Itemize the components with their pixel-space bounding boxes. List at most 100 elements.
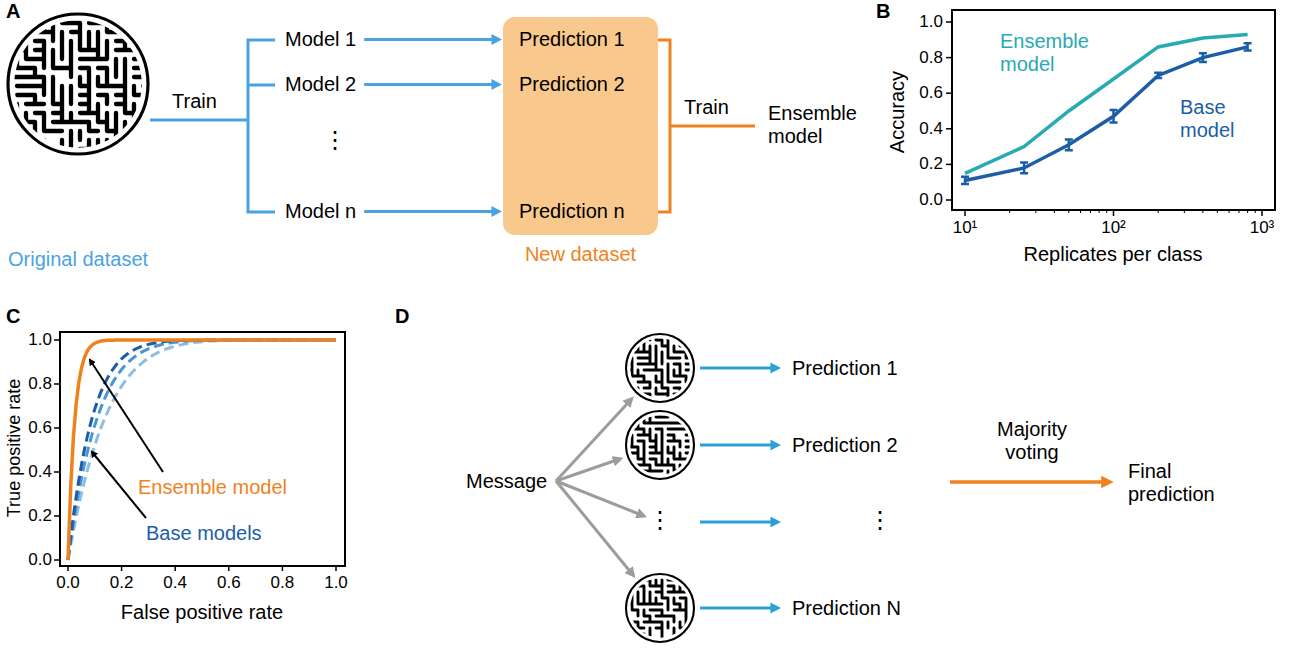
axis-minor-tick [1068, 210, 1069, 213]
axis-title: False positive rate [121, 601, 283, 624]
axis-tick-mark [228, 566, 230, 571]
axis-tick-mark [54, 471, 60, 473]
maze-strokes [8, 14, 152, 158]
axis-title: Replicates per class [1024, 243, 1203, 266]
plot-frame [952, 10, 1275, 210]
dish-outline [626, 411, 694, 479]
axis-tick: 1.0 [919, 12, 943, 32]
axis-tick: 0.0 [56, 573, 80, 593]
step-label: Train [172, 90, 217, 113]
model-label: Model n [285, 200, 356, 223]
axis-minor-tick [1090, 210, 1091, 213]
axis-tick: 0.6 [28, 418, 52, 438]
prediction-arrow [700, 444, 778, 447]
node-text: Prediction 1 [519, 28, 625, 51]
axis-minor-tick [1202, 210, 1203, 213]
ensemble-bracket [658, 40, 755, 212]
axis-tick-mark [282, 566, 284, 571]
axis-tick-mark [1261, 210, 1263, 216]
axis-tick: 10³ [1250, 218, 1275, 238]
prediction-label: Prediction n [519, 200, 625, 223]
step-label: Majority voting [977, 418, 1087, 464]
dataset-label: Original dataset [8, 248, 148, 271]
axis-tick: 0.4 [919, 119, 943, 139]
ellipsis-mark: ⋮ [323, 126, 347, 154]
axis-tick: 0.2 [28, 506, 52, 526]
plot-frame [60, 332, 345, 566]
error-bar [1110, 110, 1118, 122]
axis-title: Accuracy [886, 71, 909, 153]
prediction-label: Prediction 1 [519, 28, 625, 51]
axis-tick: 0.0 [28, 550, 52, 570]
error-bar [1020, 163, 1028, 174]
maze-strokes [626, 411, 698, 483]
maze-strokes [626, 334, 698, 406]
axis-tick: 0.8 [271, 573, 295, 593]
axis-tick-mark [121, 566, 123, 571]
axis-tick: 0.4 [28, 462, 52, 482]
error-bar [1065, 139, 1073, 150]
flow-arrow [364, 210, 499, 213]
axis-tick-mark [54, 559, 60, 561]
node-text: Model 1 [285, 28, 356, 51]
axis-tick-mark [946, 92, 952, 94]
axis-tick-mark [54, 427, 60, 429]
axis-minor-tick [1099, 210, 1100, 213]
node-text: Prediction n [519, 200, 625, 223]
dish-outline [626, 574, 694, 642]
axis-minor-tick [1217, 210, 1218, 213]
axis-tick-mark [964, 210, 966, 216]
axis-tick-mark [54, 383, 60, 385]
axis-tick-mark [54, 339, 60, 341]
node-text: Model n [285, 200, 356, 223]
axis-minor-tick [1238, 210, 1239, 213]
axis-minor-tick [1247, 210, 1248, 213]
error-bar [1154, 73, 1162, 78]
axis-minor-tick [1080, 210, 1081, 213]
axis-tick: 10² [1101, 218, 1126, 238]
panel-letter: B [876, 0, 890, 23]
message-arrow [556, 459, 620, 481]
axis-minor-tick [1035, 210, 1036, 213]
axis-tick-mark [335, 566, 337, 571]
model-bracket [248, 40, 275, 212]
axis-minor-tick [1158, 210, 1159, 213]
axis-tick-mark [67, 566, 69, 571]
maze-pattern [626, 334, 698, 406]
axis-minor-tick [1255, 210, 1256, 213]
prediction-label: Prediction 2 [792, 434, 898, 457]
curve-label: Ensemble model [138, 476, 287, 499]
voting-arrow [950, 480, 1110, 484]
axis-tick: 0.8 [919, 48, 943, 68]
error-bar [961, 177, 969, 184]
ellipsis-mark: ⋮ [648, 506, 672, 534]
axis-minor-tick [1009, 210, 1010, 213]
curve-label: Base model [1180, 96, 1260, 142]
axis-tick: 0.4 [163, 573, 187, 593]
axis-minor-tick [1229, 210, 1230, 213]
axis-tick: 0.6 [919, 83, 943, 103]
flow-arrow [364, 83, 499, 86]
flow-arrow [364, 38, 499, 41]
prediction-arrow [700, 607, 778, 610]
model-label: Model 1 [285, 28, 356, 51]
axis-tick-mark [1113, 210, 1115, 216]
axis-tick-mark [174, 566, 176, 571]
axis-tick: 0.2 [110, 573, 134, 593]
base-roc-curve [68, 340, 336, 560]
ellipsis-mark: ⋮ [868, 506, 892, 534]
axis-tick-mark [946, 164, 952, 166]
axis-minor-tick [1106, 210, 1107, 213]
model-label: Ensemble model [768, 102, 878, 148]
leader-arrow [92, 452, 146, 518]
axis-tick-mark [946, 199, 952, 201]
axis-tick-mark [54, 515, 60, 517]
axis-tick: 10¹ [953, 218, 978, 238]
maze-pattern [626, 411, 698, 483]
box-heading: New dataset [525, 243, 636, 266]
input-label: Message [466, 470, 547, 493]
panel-letter: C [6, 305, 20, 328]
maze-pattern [8, 14, 152, 158]
axis-tick: 0.6 [217, 573, 241, 593]
prediction-label: Prediction 2 [519, 73, 625, 96]
